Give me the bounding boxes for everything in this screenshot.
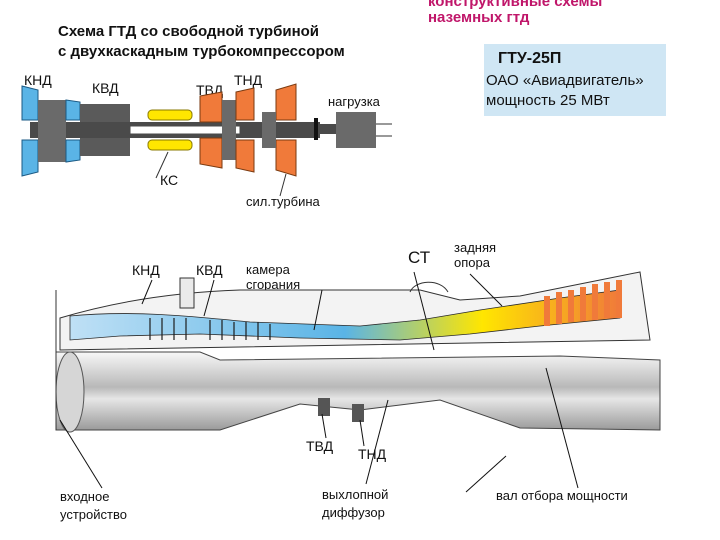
top-title: конструктивные схемы наземных гтд [428,0,602,26]
power-turbine-top [275,83,297,121]
scheme-label-power-turbine: сил.турбина [246,194,320,209]
section-label-knd: КНД [132,262,160,278]
scheme-diagram [21,83,392,197]
engine-section [55,271,661,433]
leader-knd [141,279,153,305]
tnd-detail [352,404,364,422]
leader-rear-support [469,273,503,307]
leader-tnd [359,419,365,447]
flow-path [69,289,621,341]
turbine-blades [544,280,622,326]
section-label-inlet: входное устройство [60,488,127,524]
knd-blade2-bottom [65,139,81,163]
combustor-top [147,109,193,121]
scheme-title: Схема ГТД со свободной турбиной с двухка… [58,22,345,62]
section-label-output-shaft: вал отбора мощности [496,488,628,503]
leader-lines [59,271,579,493]
section-label-kvd: КВД [196,262,223,278]
leader-st [413,271,435,351]
scheme-label-ks: КС [160,172,179,188]
tvd-rotor [222,100,236,160]
info-company: ОАО «Авиадвигатель» [486,72,644,89]
combustor-line2: сгорания [246,277,301,292]
section-label-tvd: ТВД [306,438,334,454]
leader-output-2 [545,367,579,489]
inlet-line2: устройство [60,507,127,522]
scheme-title-line2: с двухкаскадным турбокомпрессором [58,43,345,60]
top-pipe [409,281,449,293]
leader-combustor [313,289,323,331]
knd-blade2-top [65,99,81,121]
leader-tvd [321,413,327,439]
rear-support-line1: задняя [454,240,497,255]
lower-body [55,351,661,431]
scheme-label-knd: КНД [24,72,52,88]
combustor-bottom [147,139,193,151]
ks-leader [155,151,169,179]
section-label-tnd: ТНД [358,446,387,462]
inlet-line1: входное [60,489,110,504]
power-turbine-hub [262,112,276,148]
tvd-detail [318,398,330,416]
tvd-blade-top [199,91,223,123]
tnd-blade-bottom [235,139,255,173]
section-label-st: СТ [408,248,431,267]
knd-blade-top [21,85,39,121]
top-title-line2: наземных гтд [428,9,530,26]
compressor-stages [149,318,271,340]
tnd-blade-top [235,87,255,121]
scheme-label-kvd: КВД [92,80,119,96]
leader-exhaust [365,399,389,485]
combustor-line1: камера [246,262,290,277]
leader-inlet [59,419,103,489]
section-label-combustor: камера сгорания [246,262,300,292]
kvd-rotor-bottom [80,138,130,156]
load-box [336,112,376,148]
scheme-title-line1: Схема ГТД со свободной турбиной [58,23,320,40]
power-turbine-bottom [275,139,297,177]
exhaust-line2: диффузор [322,505,385,520]
tvd-blade-bottom [199,137,223,169]
coupling [314,118,318,140]
info-power: мощность 25 МВт [486,92,610,109]
knd-rotor [38,100,66,162]
section-label-exhaust: выхлопной диффузор [322,486,388,522]
inner-shaft [129,125,241,135]
top-title-line1: конструктивные схемы [428,0,603,10]
scheme-label-tnd: ТНД [234,72,263,88]
knd-blade-bottom [21,139,39,177]
exhaust-line1: выхлопной [322,487,389,502]
kvd-rotor-top [80,104,130,122]
info-model: ГТУ-25П [498,50,562,67]
info-box [484,44,666,116]
section-label-rear-support: задняя опора [454,240,496,270]
rear-support-line2: опора [454,255,490,270]
leader-kvd [203,279,215,317]
inlet-strut [179,277,195,309]
leader-output-1 [465,455,507,493]
power-turbine-leader [279,173,287,197]
scheme-label-load: нагрузка [328,94,380,109]
